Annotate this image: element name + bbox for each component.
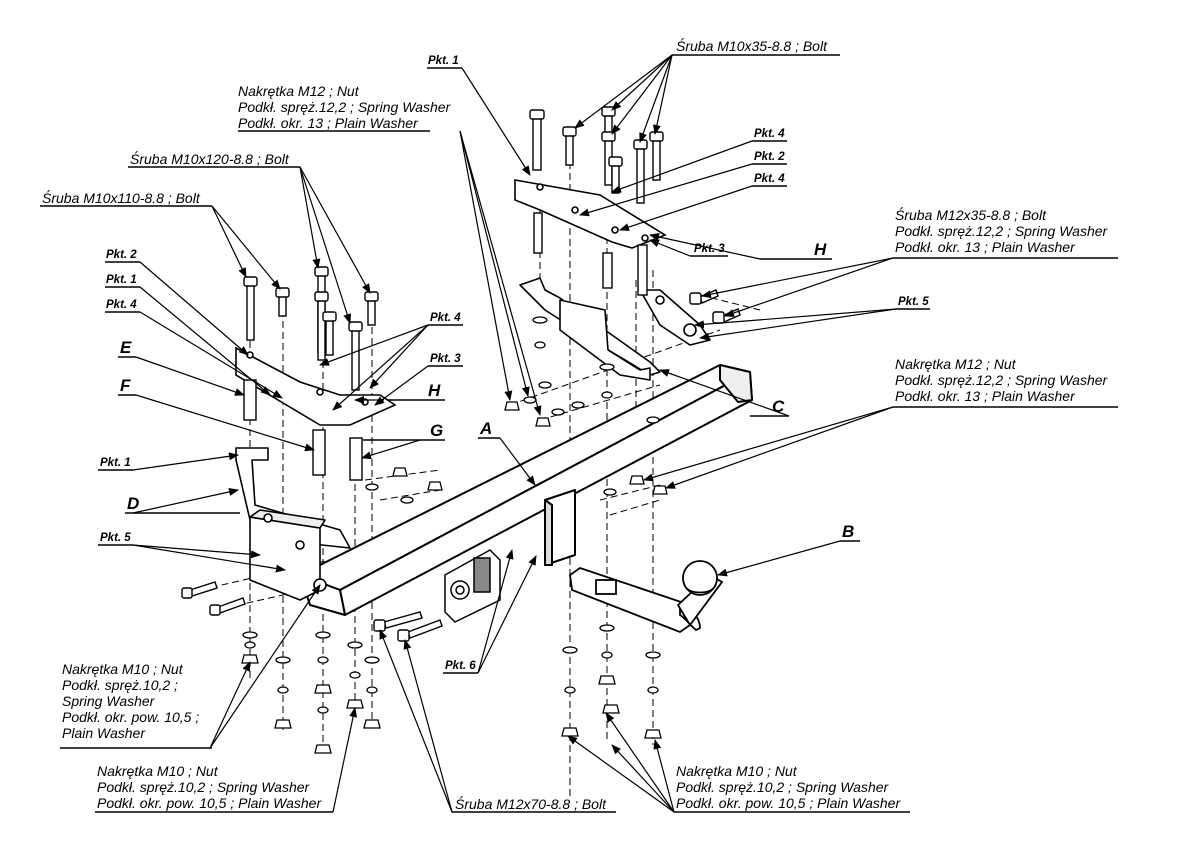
label-pkt5-left: Pkt. 5 — [100, 532, 131, 544]
label-pkt1-left: Pkt. 1 — [106, 274, 137, 286]
label-letter-e: E — [120, 338, 132, 357]
label-pkt3-mid: Pkt. 3 — [430, 353, 461, 365]
label-pkt3-a: Pkt. 3 — [694, 243, 725, 255]
label-bolt-m12x35: Śruba M12x35-8.8 ; Bolt Podkł. spręż.12,… — [895, 207, 1108, 255]
label-letter-a: A — [480, 419, 493, 438]
label-nut-m12-top: Nakrętka M12 ; Nut Podkł. spręż.12,2 ; S… — [238, 83, 451, 131]
label-letter-f: F — [120, 376, 131, 395]
label-letter-c: C — [772, 397, 785, 416]
label-pkt4-left: Pkt. 4 — [106, 299, 137, 311]
label-pkt4-mid: Pkt. 4 — [430, 312, 461, 324]
label-bolt-m10x35: Śruba M10x35-8.8 ; Bolt — [676, 38, 827, 54]
label-letter-h-mid: H — [428, 381, 441, 400]
label-letter-h-right: H — [814, 240, 827, 259]
label-underlines — [40, 54, 1118, 813]
label-pkt2-left: Pkt. 2 — [106, 249, 137, 261]
socket-plate — [444, 549, 501, 623]
tow-ball — [569, 560, 724, 634]
label-letter-b: B — [842, 522, 855, 541]
label-nut-m12-right: Nakrętka M12 ; Nut Podkł. spręż.12,2 ; S… — [895, 356, 1108, 404]
label-letter-g: G — [430, 421, 444, 440]
label-nut-m10-bottom-right: Nakrętka M10 ; Nut Podkł. spręż.10,2 ; S… — [676, 763, 901, 811]
label-bolt-m12x70: Śruba M12x70-8.8 ; Bolt — [455, 796, 606, 812]
vertical-bolts — [243, 106, 664, 481]
label-nut-m10-left: Nakrętka M10 ; Nut Podkł. spręż.10,2 ; S… — [62, 661, 200, 741]
label-letter-d: D — [127, 494, 140, 513]
label-pkt4-a: Pkt. 4 — [754, 128, 785, 140]
label-pkt6: Pkt. 6 — [445, 660, 476, 672]
label-bolt-m10x110: Śruba M10x110-8.8 ; Bolt — [42, 190, 200, 206]
right-side-bracket — [519, 277, 711, 381]
label-pkt1-top: Pkt. 1 — [428, 55, 459, 67]
label-pkt1-lower: Pkt. 1 — [100, 457, 131, 469]
label-pkt2-a: Pkt. 2 — [754, 151, 785, 163]
label-pkt4-b: Pkt. 4 — [754, 173, 785, 185]
label-nut-m10-bottom-left: Nakrętka M10 ; Nut Podkł. spręż.10,2 ; S… — [97, 763, 322, 811]
nuts-and-washers — [241, 316, 668, 754]
label-pkt5-right: Pkt. 5 — [898, 296, 929, 308]
leader-lines — [132, 54, 897, 813]
label-bolt-m10x120: Śruba M10x120-8.8 ; Bolt — [130, 151, 289, 167]
right-upper-plate — [514, 179, 667, 249]
